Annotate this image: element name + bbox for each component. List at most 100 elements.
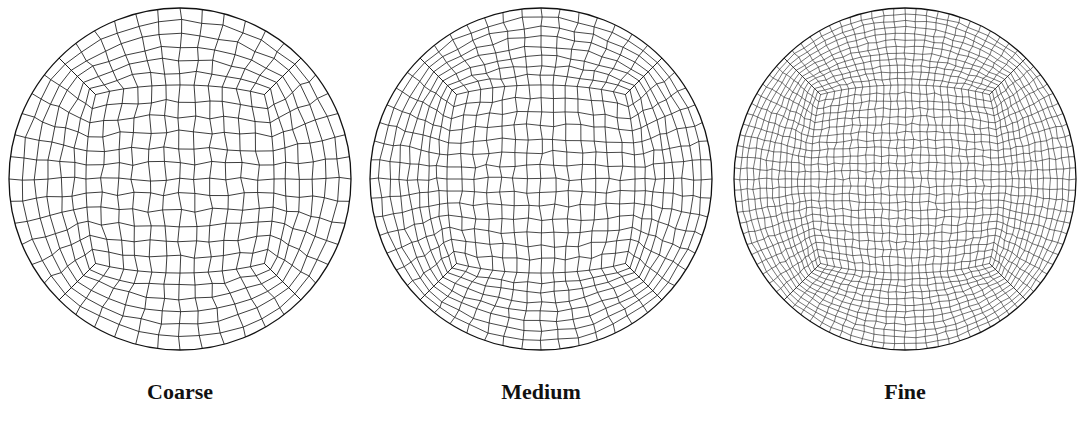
- mesh-line: [904, 8, 906, 85]
- mesh-line: [264, 95, 274, 264]
- mesh-line: [819, 256, 991, 266]
- mesh-line: [812, 214, 997, 219]
- mesh-line: [87, 147, 273, 152]
- mesh-line: [799, 285, 1010, 318]
- mesh-line: [222, 87, 228, 271]
- mesh-line: [86, 178, 274, 181]
- mesh-line: [117, 89, 123, 269]
- mesh-line: [995, 89, 1012, 270]
- mesh-line: [1005, 79, 1032, 278]
- mesh-line: [805, 53, 1004, 79]
- mesh-line: [816, 242, 994, 250]
- mesh-line: [447, 164, 635, 168]
- mesh-line: [390, 67, 429, 291]
- mesh-line: [1023, 61, 1070, 297]
- mesh-line: [268, 75, 316, 109]
- mesh-line: [1020, 64, 1064, 294]
- mesh-line: [396, 88, 451, 119]
- mesh-line: [818, 266, 993, 280]
- mesh-line: [769, 249, 817, 283]
- mesh-line: [811, 193, 999, 196]
- mesh-line: [999, 85, 1020, 272]
- mesh-line: [47, 76, 77, 281]
- mesh-line: [995, 94, 1053, 123]
- mesh-line: [438, 282, 643, 312]
- mesh-line: [553, 273, 560, 349]
- mesh-line: [818, 78, 993, 91]
- mesh-line: [787, 14, 1023, 61]
- mesh-line: [452, 268, 630, 284]
- mesh-line: [452, 74, 630, 90]
- mesh-boundary: [734, 8, 1076, 350]
- mesh-line: [797, 89, 814, 270]
- mesh-line: [811, 186, 999, 188]
- mesh-line: [92, 249, 267, 258]
- mesh-line: [785, 82, 808, 275]
- mesh-line: [90, 235, 270, 242]
- mesh-line: [793, 26, 1017, 67]
- mesh-line: [925, 85, 929, 272]
- mesh-line: [208, 86, 212, 272]
- mesh-caption: Coarse: [147, 379, 213, 405]
- mesh-line: [295, 64, 339, 294]
- medium-mesh: [370, 8, 712, 350]
- mesh-line: [450, 269, 481, 324]
- mesh-line: [467, 25, 493, 88]
- mesh-line: [975, 91, 984, 266]
- mesh-line: [450, 227, 632, 233]
- mesh-line: [817, 249, 992, 258]
- mesh-line: [131, 87, 138, 271]
- mesh-line: [997, 114, 1063, 137]
- mesh-line: [947, 87, 953, 271]
- mesh-line: [813, 221, 997, 227]
- mesh-line: [734, 168, 811, 172]
- mesh-line: [83, 276, 276, 300]
- mesh-line: [553, 9, 560, 85]
- mesh-line: [778, 79, 805, 278]
- mesh-line: [790, 294, 1020, 338]
- mesh-line: [968, 90, 976, 268]
- mesh-line: [77, 46, 282, 76]
- mesh-line: [790, 20, 1020, 64]
- mesh-line: [32, 235, 90, 264]
- mesh-line: [982, 93, 991, 265]
- mesh-line: [740, 61, 787, 297]
- mesh-line: [434, 36, 648, 72]
- coarse-mesh: [9, 8, 351, 350]
- mesh-line: [434, 266, 468, 312]
- mesh-line: [766, 73, 799, 284]
- mesh-line: [178, 85, 182, 273]
- mesh-line: [628, 251, 674, 285]
- mesh-line: [954, 26, 980, 88]
- mesh-line: [772, 76, 803, 281]
- mesh-line: [933, 86, 937, 272]
- mesh-line: [808, 59, 1001, 83]
- mesh-line: [371, 160, 447, 167]
- mesh-line: [236, 269, 265, 327]
- mesh-line: [812, 139, 997, 144]
- mesh-line: [250, 267, 284, 315]
- mesh-line: [65, 19, 295, 64]
- mesh-line: [425, 17, 658, 63]
- mesh-caption: Fine: [884, 379, 926, 405]
- mesh-line: [911, 85, 914, 273]
- mesh-line: [90, 71, 271, 88]
- mesh-line: [540, 273, 542, 350]
- mesh-line: [457, 263, 626, 273]
- mesh-line: [540, 8, 542, 85]
- mesh-line: [250, 43, 284, 91]
- mesh-line: [734, 178, 811, 180]
- mesh-line: [87, 207, 273, 212]
- mesh-line: [648, 72, 683, 286]
- mesh-line: [849, 88, 856, 270]
- mesh-line: [96, 263, 265, 273]
- mesh-line: [71, 288, 288, 324]
- mesh-line: [71, 33, 288, 70]
- mesh-line: [1011, 73, 1044, 284]
- mesh-line: [92, 100, 267, 109]
- mesh-line: [277, 82, 300, 275]
- mesh-line: [148, 86, 152, 272]
- mesh-line: [429, 26, 653, 67]
- mesh-line: [787, 297, 1023, 344]
